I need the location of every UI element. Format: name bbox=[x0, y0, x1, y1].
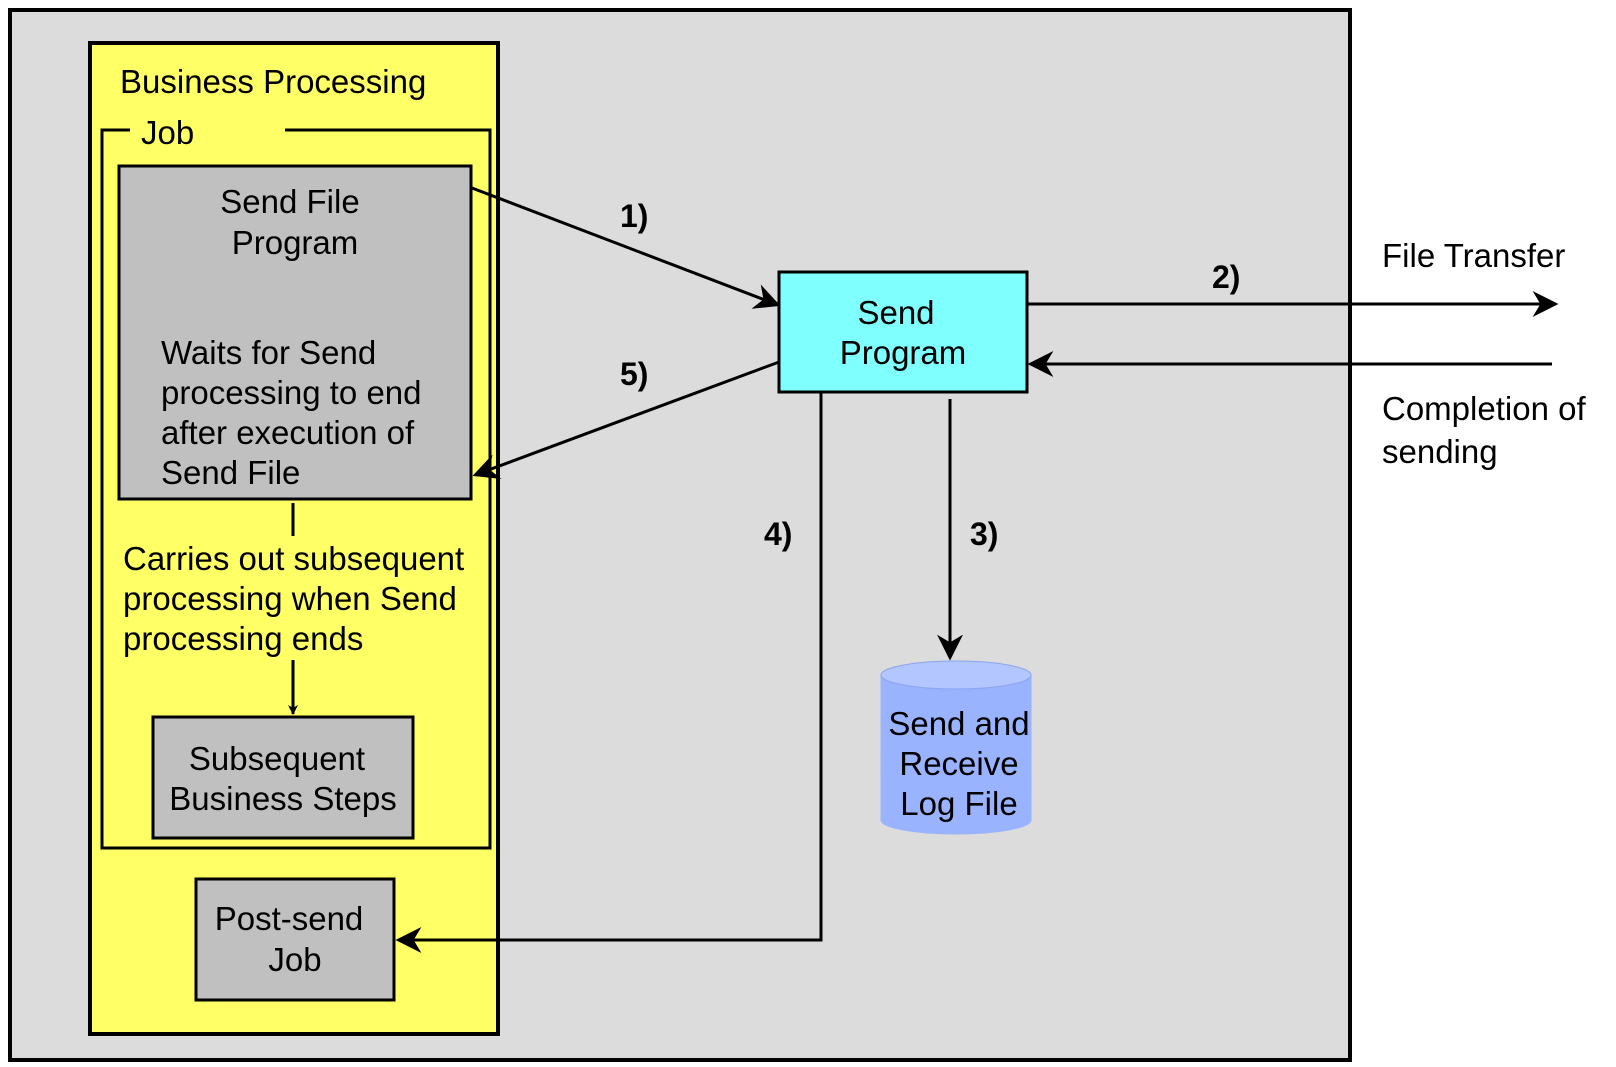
step-5-label: 5) bbox=[620, 356, 648, 392]
log-file-cylinder bbox=[880, 660, 1032, 835]
send-file-program-desc-line2: processing to end bbox=[161, 374, 422, 411]
step-4-label: 4) bbox=[764, 516, 792, 552]
subsequent-steps-line2: Business Steps bbox=[169, 780, 396, 817]
step-1-label: 1) bbox=[620, 198, 648, 234]
file-transfer-label: File Transfer bbox=[1382, 237, 1565, 274]
job-label: Job bbox=[141, 114, 194, 151]
subsequent-note-line2: processing when Send bbox=[123, 580, 457, 617]
subsequent-note-line3: processing ends bbox=[123, 620, 363, 657]
send-file-program-title-line1: Send File bbox=[220, 183, 359, 220]
send-file-program-desc-line4: Send File bbox=[161, 454, 300, 491]
arrow-step-4 bbox=[395, 392, 823, 953]
log-file-line3: Log File bbox=[900, 785, 1017, 822]
step-3-label: 3) bbox=[970, 516, 998, 552]
subsequent-steps-box bbox=[151, 715, 415, 840]
subsequent-note-line1: Carries out subsequent bbox=[123, 540, 464, 577]
completion-line1: Completion of bbox=[1382, 390, 1586, 427]
step-2-label: 2) bbox=[1212, 259, 1240, 295]
send-program-line1: Send bbox=[857, 294, 934, 331]
send-file-program-box bbox=[117, 164, 473, 501]
post-send-job-line1: Post-send bbox=[215, 900, 364, 937]
send-file-program-desc-line3: after execution of bbox=[161, 414, 415, 451]
log-file-line1: Send and bbox=[888, 705, 1029, 742]
send-program-line2: Program bbox=[840, 334, 967, 371]
log-file-line2: Receive bbox=[899, 745, 1018, 782]
arrow-step-1 bbox=[471, 186, 781, 309]
job-inner-frame bbox=[100, 128, 492, 850]
send-file-program-title-line2: Program bbox=[232, 224, 359, 261]
post-send-job-line2: Job bbox=[268, 941, 321, 978]
subsequent-steps-line1: Subsequent bbox=[189, 740, 365, 777]
arrow-step-5 bbox=[472, 360, 780, 480]
post-send-job-box bbox=[194, 877, 396, 1002]
business-job-title-line1: Business Processing bbox=[120, 63, 426, 100]
send-file-program-desc-line1: Waits for Send bbox=[161, 334, 376, 371]
completion-line2: sending bbox=[1382, 433, 1498, 470]
send-program-box bbox=[777, 270, 1029, 394]
